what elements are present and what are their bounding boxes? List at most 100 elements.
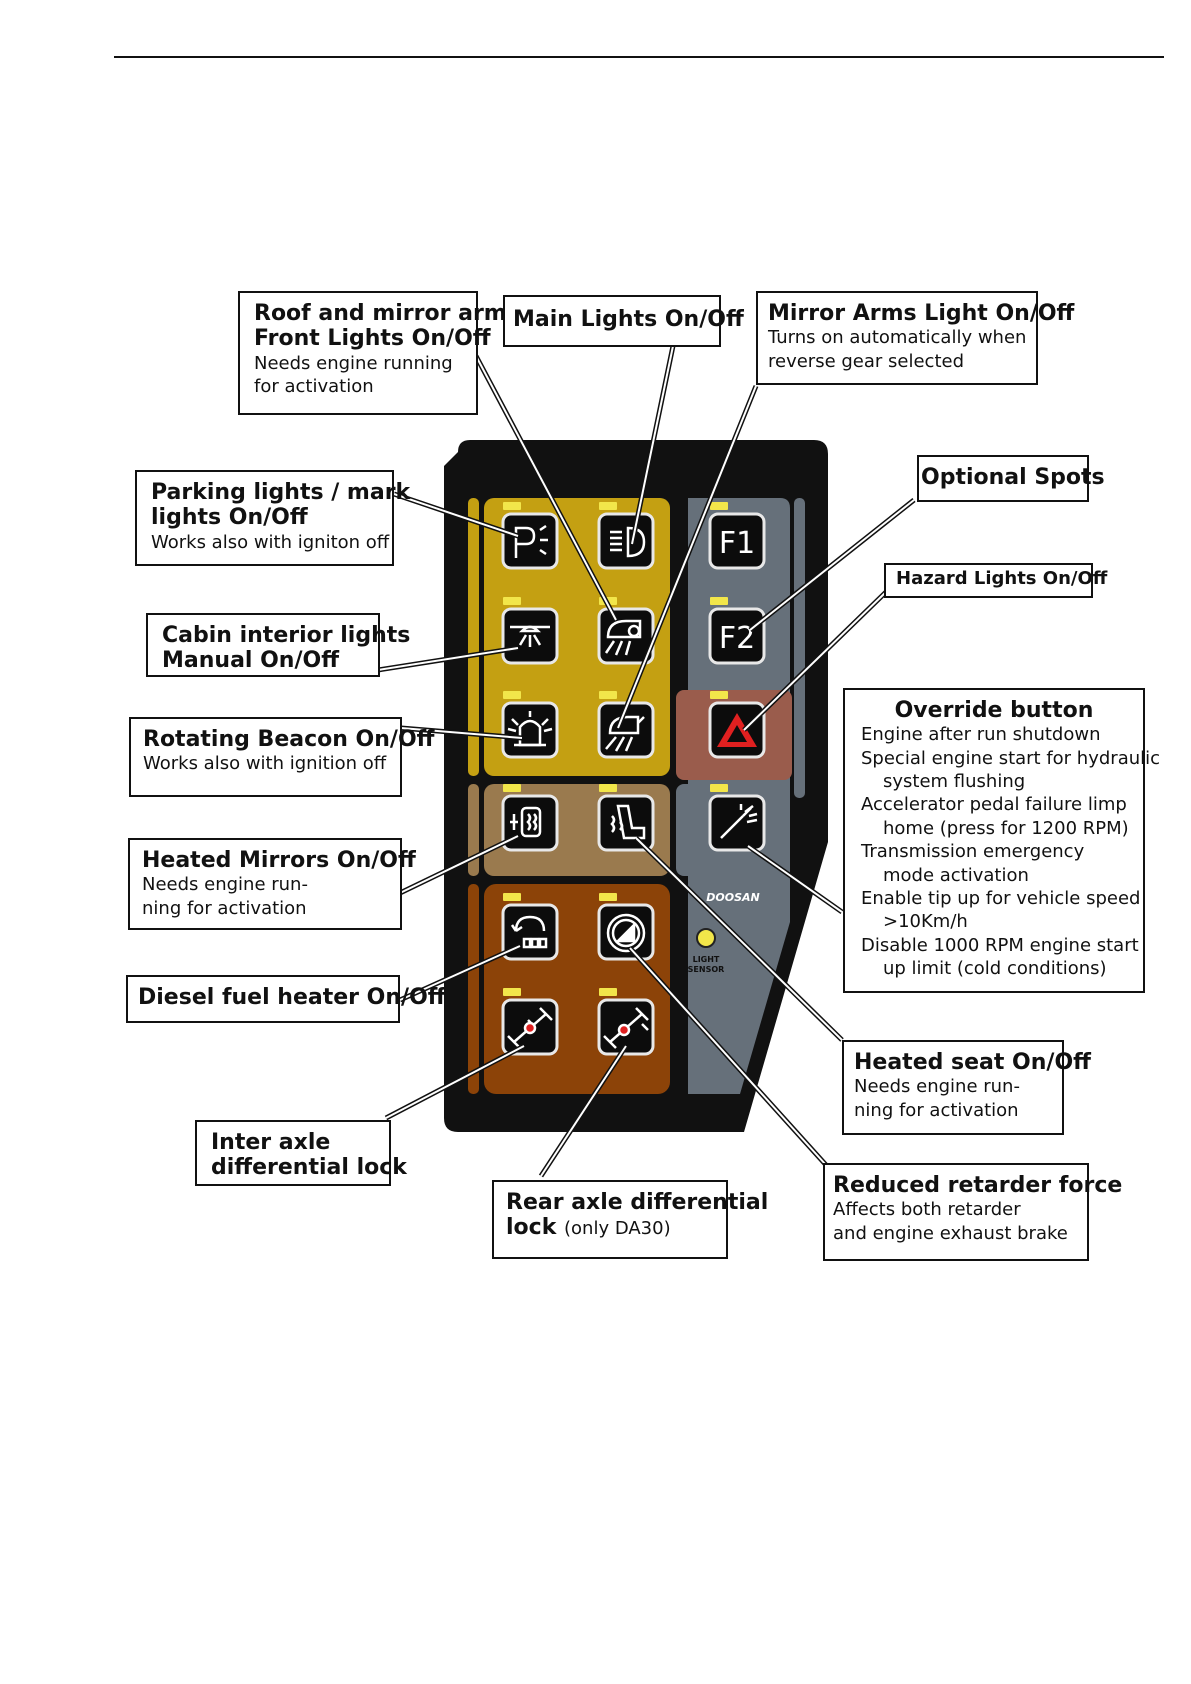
callout-cabin-lights: Cabin interior lights Manual On/Off <box>146 613 411 677</box>
override-line: >10Km/h <box>883 911 968 933</box>
front-light-icon <box>604 619 642 656</box>
override-button <box>708 782 766 852</box>
override-icon <box>720 804 758 839</box>
callout-title: Inter axle <box>211 1130 331 1155</box>
beacon-button <box>501 689 559 759</box>
rear-axle-button <box>597 986 655 1056</box>
callout-title: lock <box>506 1215 557 1241</box>
beacon-icon <box>507 711 553 747</box>
callout-title: Rotating Beacon On/Off <box>143 727 435 752</box>
retarder-button <box>597 891 655 961</box>
sensor-label-2: SENSOR <box>688 965 725 974</box>
callout-parking-lights: Parking lights / mark lights On/Off Work… <box>135 470 411 566</box>
callout-text: Needs engine run- <box>142 874 308 896</box>
callout-text: reverse gear selected <box>768 350 965 372</box>
callout-rotating-beacon: Rotating Beacon On/Off Works also with i… <box>129 717 435 797</box>
f1-button: F1 <box>708 500 766 570</box>
sensor-label-1: LIGHT <box>693 955 720 964</box>
callout-text: Needs engine running <box>254 352 453 374</box>
callout-note: (only DA30) <box>564 1218 671 1240</box>
override-line: Special engine start for hydraulic <box>861 747 1161 769</box>
callout-text: for activation <box>254 375 374 397</box>
inter-axle-button <box>501 986 559 1056</box>
callout-text: Turns on automatically when <box>768 327 1027 349</box>
hazard-button <box>708 689 766 759</box>
callout-inter-axle-lock: Inter axle differential lock <box>195 1120 407 1186</box>
callout-title: Override button <box>894 698 1094 723</box>
callout-text: Affects both retarder <box>833 1199 1021 1221</box>
override-line: Disable 1000 RPM engine start <box>861 934 1139 956</box>
work-light-button <box>597 689 655 759</box>
rear-axle-icon <box>603 1007 649 1049</box>
callout-heated-seat: Heated seat On/Off Needs engine run- nin… <box>842 1040 1091 1135</box>
callout-title: differential lock <box>211 1155 407 1181</box>
callout-title: Reduced retarder force <box>833 1173 1123 1198</box>
cabin-light-icon <box>510 625 550 647</box>
callout-text: ning for activation <box>854 1099 1019 1121</box>
callout-text: Needs engine run- <box>854 1076 1020 1098</box>
override-line: Engine after run shutdown <box>861 724 1101 746</box>
header-rule <box>114 56 1164 58</box>
callout-title: Cabin interior lights <box>162 623 411 648</box>
hazard-icon <box>717 713 757 747</box>
callout-title: Front Lights On/Off <box>254 326 491 352</box>
light-sensor <box>696 928 716 948</box>
callout-title: Rear axle differential <box>506 1190 769 1215</box>
leader-lines-inner <box>377 345 915 1177</box>
callout-heated-mirrors: Heated Mirrors On/Off Needs engine run- … <box>128 838 416 930</box>
callout-optional-spots: Optional Spots <box>917 455 1105 502</box>
panel-brand: DOOSAN <box>706 891 759 904</box>
callout-roof-front-lights: Roof and mirror arm Front Lights On/Off … <box>238 291 507 415</box>
diesel-heater-icon <box>510 915 548 949</box>
f1-icon: F1 <box>719 526 755 561</box>
callout-title: Heated seat On/Off <box>854 1050 1091 1075</box>
heated-seat-icon <box>610 804 646 840</box>
override-line: mode activation <box>883 864 1029 886</box>
callout-title: Hazard Lights On/Off <box>896 568 1108 589</box>
callout-rear-axle-lock: Rear axle differential lock (only DA30) <box>492 1180 769 1259</box>
callout-title: Diesel fuel heater On/Off <box>138 985 446 1010</box>
callout-title: Heated Mirrors On/Off <box>142 848 416 873</box>
override-line: Accelerator pedal failure limp <box>861 794 1127 816</box>
callout-main-lights: Main Lights On/Off <box>503 295 744 347</box>
parking-light-button <box>501 500 559 570</box>
f2-icon: F2 <box>719 621 755 656</box>
heated-mirror-icon <box>510 806 542 838</box>
override-line: home (press for 1200 RPM) <box>883 817 1129 839</box>
override-line: system flushing <box>883 771 1026 793</box>
callout-text: ning for activation <box>142 897 307 919</box>
work-light-icon <box>605 715 645 752</box>
callout-title: lights On/Off <box>151 505 308 531</box>
override-line: Enable tip up for vehicle speed <box>861 888 1141 910</box>
callout-title: Roof and mirror arm <box>254 301 507 326</box>
callout-mirror-arms-light: Mirror Arms Light On/Off Turns on automa… <box>756 291 1075 385</box>
override-line: Transmission emergency <box>861 841 1085 863</box>
left-strip-yellow <box>468 498 479 776</box>
cabin-light-button <box>501 595 559 665</box>
parking-light-icon <box>514 524 548 558</box>
callout-title: Optional Spots <box>921 465 1105 490</box>
callout-text: Works also with ignition off <box>143 753 387 775</box>
right-strip <box>794 498 805 798</box>
callout-text: and engine exhaust brake <box>833 1222 1068 1244</box>
inter-axle-icon <box>507 1007 553 1049</box>
heated-seat-button <box>597 782 655 852</box>
f2-button: F2 <box>708 595 766 665</box>
callout-reduced-retarder: Reduced retarder force Affects both reta… <box>823 1163 1123 1261</box>
callout-diesel-heater: Diesel fuel heater On/Off <box>126 975 446 1023</box>
callout-title: Manual On/Off <box>162 648 340 674</box>
left-strip-brown <box>468 884 479 1094</box>
callout-title: Main Lights On/Off <box>513 307 744 332</box>
callout-hazard-lights: Hazard Lights On/Off <box>884 563 1108 598</box>
override-line: up limit (cold conditions) <box>883 958 1107 980</box>
callout-title: Parking lights / mark <box>151 480 411 505</box>
callout-text: Works also with igniton off <box>151 531 390 553</box>
left-strip-tan <box>468 784 479 876</box>
heated-mirror-button <box>501 782 559 852</box>
front-light-button <box>597 595 655 665</box>
callout-title: Mirror Arms Light On/Off <box>768 301 1075 326</box>
retarder-icon <box>606 913 646 953</box>
diesel-heater-button <box>501 891 559 961</box>
callout-override-button: Override button Engine after run shutdow… <box>843 688 1161 993</box>
